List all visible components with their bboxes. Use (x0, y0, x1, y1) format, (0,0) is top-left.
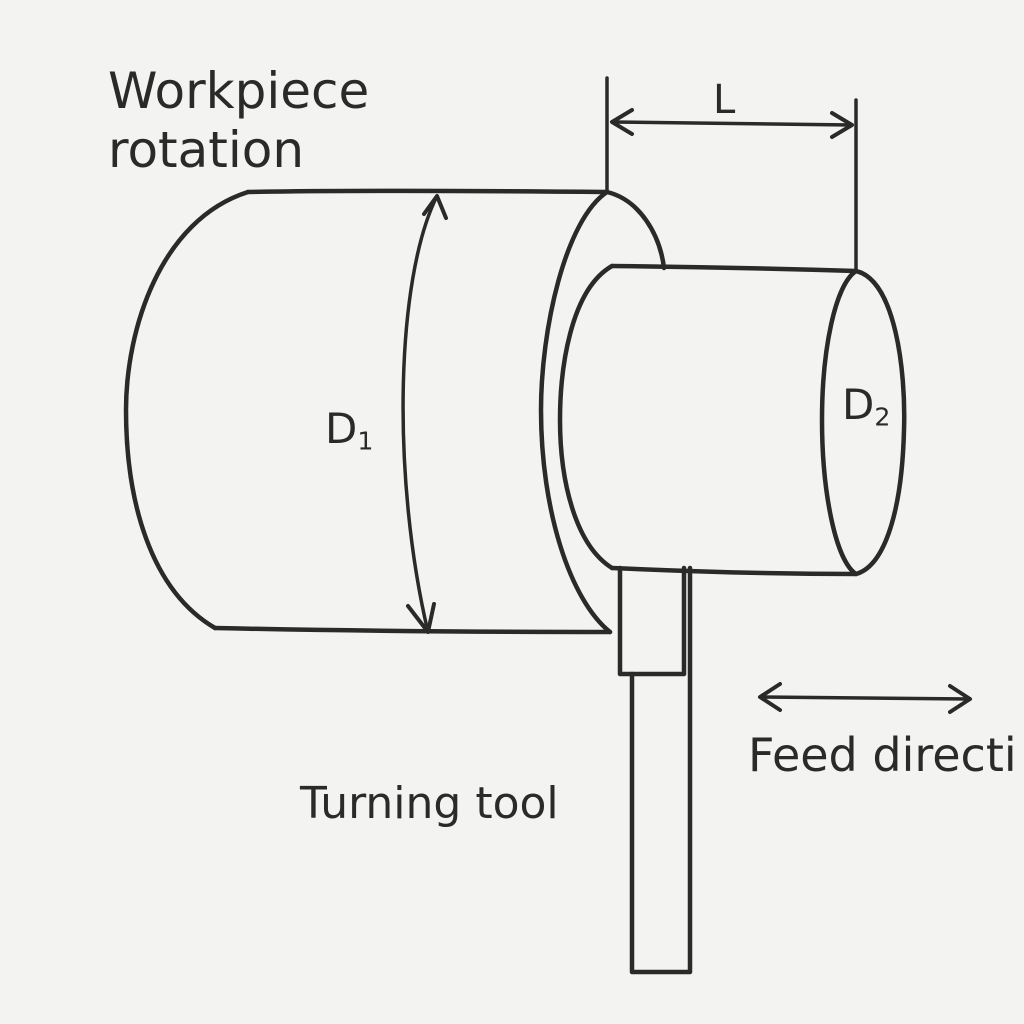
small-cylinder (557, 263, 907, 577)
large-cylinder-right-face-inner (538, 189, 613, 635)
diameter-1-label: D1 (325, 408, 373, 454)
l-dimension (605, 76, 858, 272)
turning-tool (617, 565, 693, 975)
diameter-2-subscript: 2 (874, 402, 891, 432)
small-cylinder-left-end (557, 263, 615, 571)
l-dimension-line (610, 120, 854, 127)
large-cylinder (123, 188, 667, 635)
diameter-1-subscript: 1 (357, 426, 374, 456)
tool-shank (629, 565, 693, 975)
large-cylinder-left-end (123, 189, 251, 631)
small-cylinder-bottom-edge (609, 565, 859, 577)
turning-tool-label: Turning tool (300, 778, 559, 829)
diameter-2-main: D (842, 380, 875, 429)
d1-dimension-arrow (401, 194, 448, 634)
diameter-1-main: D (325, 404, 358, 453)
small-cylinder-right-face (819, 268, 907, 577)
large-cylinder-top-edge (245, 188, 610, 195)
feed-direction-arrow (758, 682, 972, 714)
tool-insert (617, 565, 687, 677)
workpiece-rotation-label: Workpiece rotation (108, 62, 370, 179)
length-label: L (713, 77, 736, 123)
large-cylinder-right-face-outer (604, 189, 667, 271)
small-cylinder-top-edge (609, 263, 859, 274)
large-cylinder-bottom-edge (212, 625, 613, 635)
feed-direction-label: Feed directi (748, 728, 1017, 782)
diameter-2-label: D2 (842, 384, 890, 430)
